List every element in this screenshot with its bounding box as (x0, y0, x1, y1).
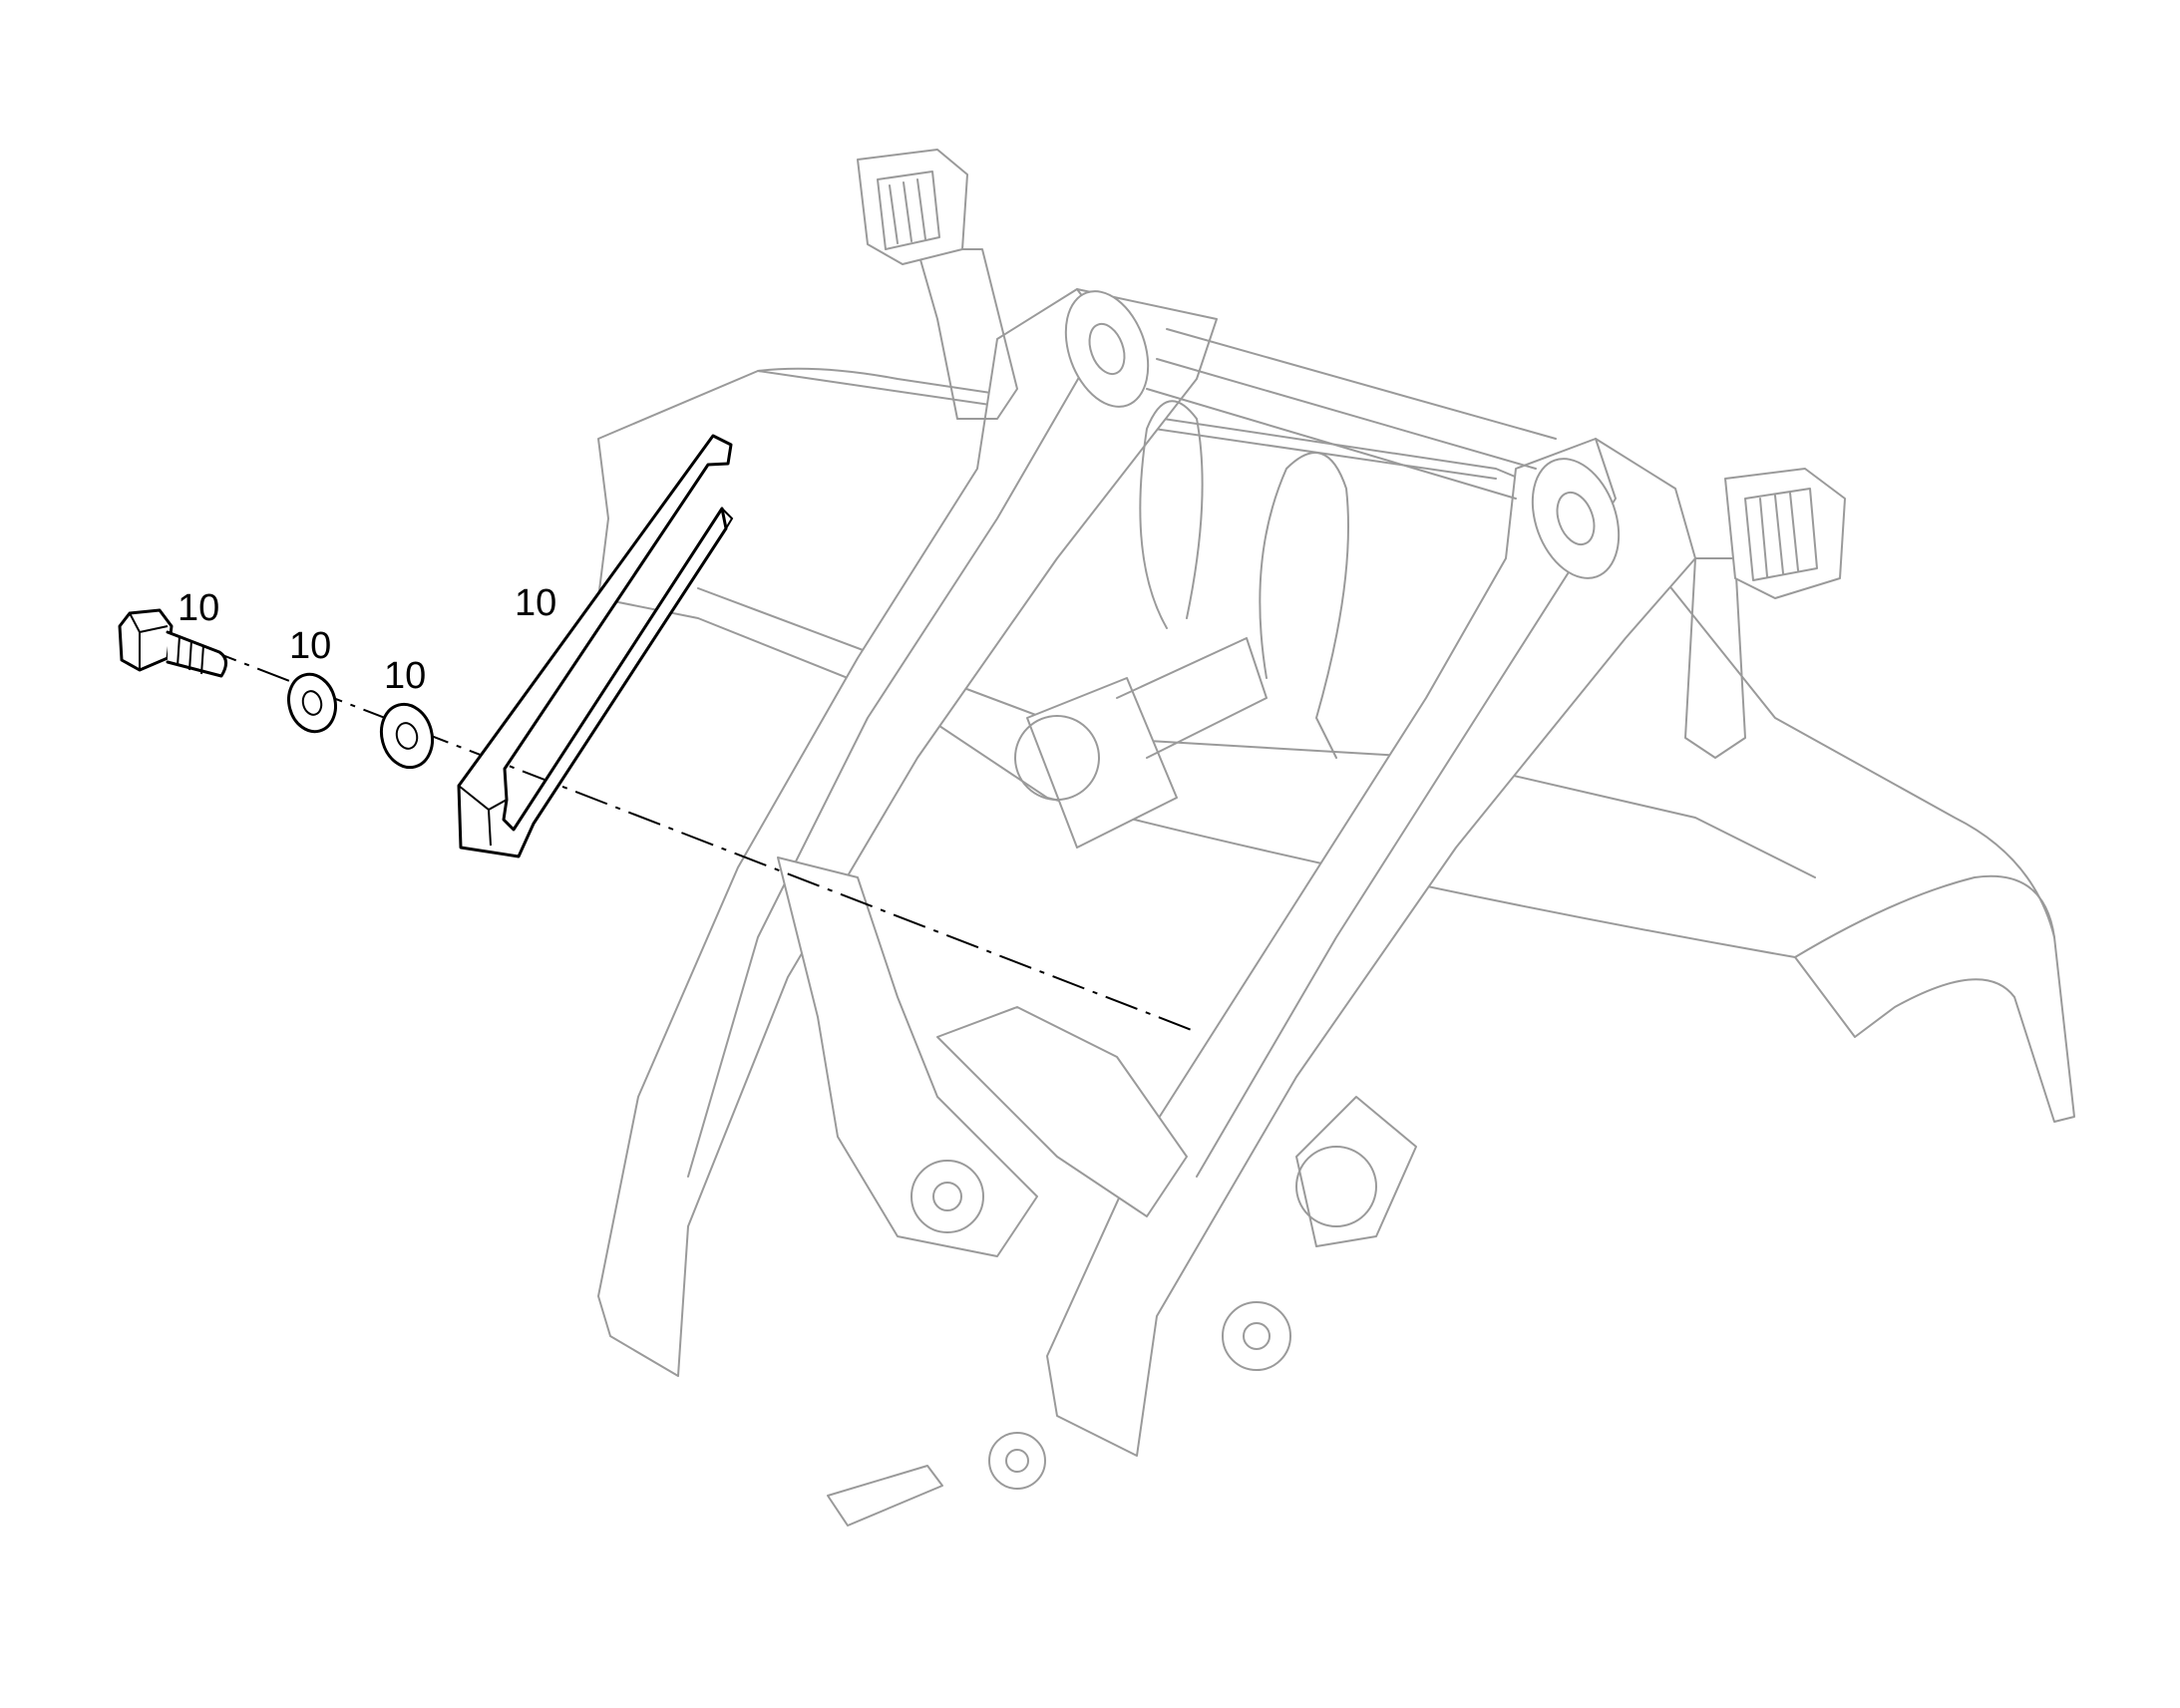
assembly-centerline (203, 647, 1198, 1033)
hydraulic-hose-1 (1139, 400, 1204, 629)
bellcrank-pivot (910, 1160, 984, 1233)
hex-bolt (118, 608, 227, 678)
lower-arm-pivot (1222, 1301, 1291, 1371)
hydraulic-hose-2 (1259, 452, 1349, 759)
right-upper-pivot-hole (1556, 491, 1596, 546)
callout-channel: 10 (515, 582, 556, 624)
u-channel-guard (457, 434, 734, 858)
washer-2 (379, 702, 435, 770)
link-pivot (988, 1432, 1046, 1490)
bellcrank-link (936, 1006, 1188, 1217)
exploded-parts (118, 434, 1198, 1033)
tilt-cylinder-flange (1014, 715, 1100, 801)
tilt-cylinder-rod (1116, 637, 1268, 759)
callout-washer-2: 10 (384, 655, 426, 697)
right-lift-arm (1046, 438, 1696, 1457)
callout-washer-1: 10 (289, 625, 331, 667)
link-pivot-hole (1005, 1449, 1029, 1473)
left-work-light-lens (877, 171, 940, 250)
lift-cylinder (1295, 1096, 1417, 1247)
right-light-bracket (1684, 557, 1746, 759)
right-work-light (1724, 468, 1846, 599)
fender-inner-curve (1794, 874, 2055, 958)
lift-cylinder-flange (1295, 1146, 1377, 1227)
loader-assembly (597, 149, 2075, 1527)
tilt-cylinder (1026, 677, 1178, 849)
bellcrank (777, 856, 1038, 1257)
fender-body (597, 367, 2075, 1123)
left-upper-pivot (1064, 290, 1150, 408)
left-light-bracket (916, 248, 1018, 420)
right-work-light-lens (1744, 488, 1818, 581)
right-lift-arm-inner (1196, 438, 1617, 1178)
right-upper-pivot (1531, 458, 1621, 579)
callout-labels: 10 10 10 10 (178, 582, 556, 697)
access-step (827, 1465, 943, 1527)
left-work-light (857, 149, 968, 265)
left-lift-arm (597, 288, 1218, 1377)
callout-bolt: 10 (178, 587, 219, 629)
bellcrank-pivot-hole (932, 1182, 962, 1211)
lower-arm-pivot-hole (1243, 1322, 1271, 1350)
left-upper-pivot-hole (1088, 322, 1126, 376)
cross-tube (1146, 328, 1557, 500)
washer-1 (287, 672, 337, 734)
